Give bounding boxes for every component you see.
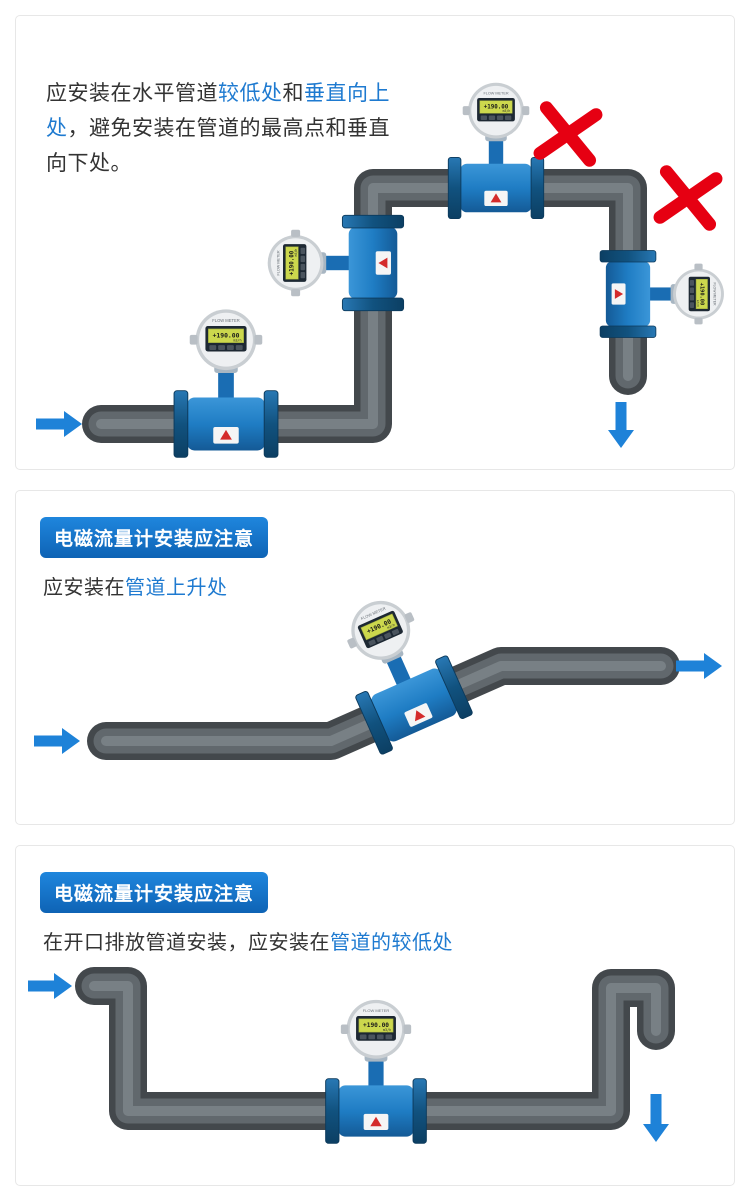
text-segment: 管道上升处 xyxy=(125,577,228,599)
panel-horizontal-install-rules: FLOW METER +190.00 m3/h FLOW METER +190.… xyxy=(15,15,735,470)
meter-flange xyxy=(447,156,462,220)
meter-brand: FLOW METER xyxy=(483,91,508,95)
flow-arrow-icon xyxy=(34,728,80,754)
flow-arrow-icon xyxy=(676,653,722,679)
keypad-buttons xyxy=(359,1034,393,1040)
lcd-screen xyxy=(479,100,513,114)
flow-meter: FLOW METER +190.00 m3/h xyxy=(447,82,545,220)
meter-brand: FLOW METER xyxy=(712,283,716,306)
text-segment: 在开口排放管道安装，应安装在 xyxy=(43,932,330,954)
notice-badge: 电磁流量计安装应注意 xyxy=(40,872,269,913)
flow-arrow-icon xyxy=(608,402,634,448)
lcd-sub-value: m3/h xyxy=(387,623,396,630)
lcd-screen xyxy=(208,328,244,343)
meter-body xyxy=(186,397,266,451)
flow-meter: FLOW METER +190.00 m3/h xyxy=(599,250,724,338)
text-segment: 应安装在 xyxy=(43,577,125,599)
flow-meter: FLOW METER +190.00 m3/h xyxy=(267,214,405,312)
meter-brand: FLOW METER xyxy=(276,250,280,275)
label-triangle-icon xyxy=(614,289,624,299)
flow-arrow-icon xyxy=(36,411,82,437)
flow-meter: FLOW METER +190.00 m3/h xyxy=(173,309,279,458)
lcd-value: +190.00 xyxy=(699,283,705,305)
meter-flange xyxy=(530,156,545,220)
head-gland xyxy=(403,1024,412,1035)
meter-brand: FLOW METER xyxy=(212,318,239,323)
head-gland xyxy=(694,317,703,325)
pipe-diagram-rising-section: FLOW METER +190.00 m3/h xyxy=(34,600,722,760)
meter-flange xyxy=(325,1078,340,1144)
meter-flange xyxy=(173,390,189,458)
wrong-x-icon xyxy=(653,165,723,231)
meter-flange xyxy=(341,297,405,312)
label-triangle-icon xyxy=(220,429,232,440)
label-triangle-icon xyxy=(378,257,388,269)
keypad-buttons xyxy=(689,280,695,308)
text-segment: 管道的较低处 xyxy=(330,932,453,954)
text-segment: 和 xyxy=(282,82,304,105)
lcd-value: +190.00 xyxy=(289,250,295,275)
meter-flange xyxy=(435,655,473,720)
head-gland xyxy=(522,106,530,116)
meter-flange xyxy=(263,390,279,458)
head-gland xyxy=(340,1024,349,1035)
instruction-text: 应安装在管道上升处 xyxy=(43,571,734,600)
head-gland xyxy=(254,334,263,345)
head-gland xyxy=(404,612,415,623)
lcd-screen xyxy=(285,246,299,280)
pipe xyxy=(75,967,675,1130)
lcd-value: +190.00 xyxy=(484,104,509,110)
notice-badge: 电磁流量计安装应注意 xyxy=(40,517,269,558)
head-gland xyxy=(347,637,357,649)
lcd-sub-value: m3/h xyxy=(294,249,298,257)
text-segment: 垂直向上处 xyxy=(46,82,390,140)
instruction-text: 应安装在水平管道较低处和垂直向上处，避免安装在管道的最高点和垂直向下处。 xyxy=(46,76,394,181)
keypad-buttons xyxy=(300,247,306,279)
head-gland xyxy=(462,106,470,116)
meter-flange xyxy=(412,1078,427,1144)
meter-flange xyxy=(599,325,657,338)
head-gland xyxy=(291,289,301,297)
flow-meter: FLOW METER +190.00 m3/h xyxy=(325,999,427,1144)
meter-body xyxy=(605,261,651,327)
flow-arrow-icon xyxy=(28,973,72,999)
head-gland xyxy=(189,334,198,345)
label-triangle-icon xyxy=(414,710,426,722)
lcd-sub-value: m3/h xyxy=(503,109,511,113)
wrong-x-icon xyxy=(533,101,603,167)
meter-flange xyxy=(599,250,657,263)
meter-flange xyxy=(355,690,393,755)
meter-body xyxy=(348,226,398,300)
lcd-screen xyxy=(360,613,398,641)
meter-body xyxy=(338,1085,414,1137)
pipe-diagram-horizontal-and-vertical: FLOW METER +190.00 m3/h FLOW METER +190.… xyxy=(36,82,724,458)
lcd-sub-value: m3/h xyxy=(696,300,700,307)
lcd-value: +190.00 xyxy=(363,1022,389,1029)
meter-brand: FLOW METER xyxy=(363,1008,390,1013)
panel-rising-pipe-install: 电磁流量计安装应注意 应安装在管道上升处 FLOW METER +190.00 … xyxy=(15,490,735,825)
label-triangle-icon xyxy=(370,1116,382,1127)
meter-flange xyxy=(341,214,405,229)
keypad-buttons xyxy=(368,628,400,646)
meter-body xyxy=(371,668,457,742)
lcd-screen xyxy=(695,278,708,310)
keypad-buttons xyxy=(209,345,243,351)
text-segment: 应安装在水平管道 xyxy=(46,82,218,105)
lcd-sub-value: m3/h xyxy=(233,338,241,342)
flow-arrow-icon xyxy=(643,1094,669,1142)
keypad-buttons xyxy=(480,115,512,121)
head-gland xyxy=(694,263,703,271)
lcd-sub-value: m3/h xyxy=(383,1028,391,1032)
lcd-screen xyxy=(358,1018,394,1033)
meter-body xyxy=(460,163,532,213)
head-gland xyxy=(291,229,301,237)
text-segment: 较低处 xyxy=(218,82,283,105)
flow-meter: FLOW METER +190.00 m3/h xyxy=(347,600,473,755)
lcd-value: +190.00 xyxy=(213,331,240,339)
label-triangle-icon xyxy=(490,193,502,203)
text-segment: ，避免安装在管道的最高点和垂直向下处。 xyxy=(46,117,390,175)
instruction-text: 在开口排放管道安装，应安装在管道的较低处 xyxy=(43,926,734,955)
pipe-diagram-low-point-section: FLOW METER +190.00 m3/h xyxy=(28,967,675,1144)
panel-open-discharge-install: 电磁流量计安装应注意 在开口排放管道安装，应安装在管道的较低处 FLOW MET… xyxy=(15,845,735,1186)
